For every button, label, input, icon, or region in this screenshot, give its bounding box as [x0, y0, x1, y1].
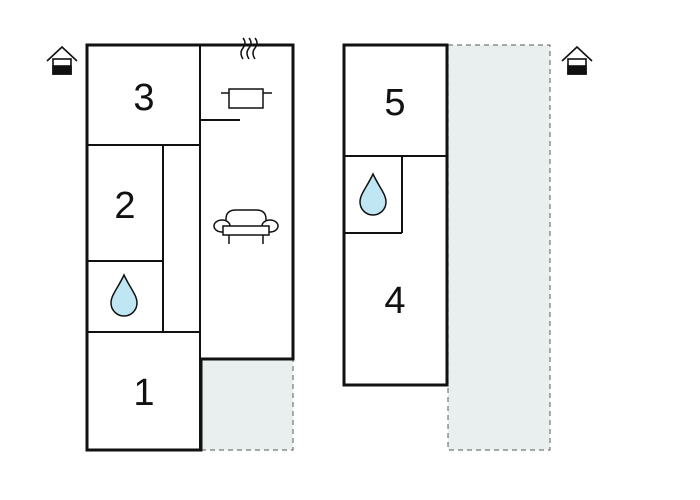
- right-unit-outer-wall: [342, 43, 449, 387]
- terrace-area-right: [447, 44, 551, 451]
- water-drop-icon: [359, 172, 387, 216]
- left-unit: [85, 43, 295, 452]
- sofa-icon: [213, 209, 279, 244]
- room-3-label: 3: [133, 77, 154, 119]
- right-unit: [342, 43, 449, 387]
- terrace-area-left: [200, 358, 294, 451]
- water-drop-icon: [110, 273, 138, 317]
- pot-icon: [221, 37, 272, 109]
- room-5-label: 5: [384, 82, 405, 124]
- room-4-label: 4: [384, 280, 405, 322]
- room-2-label: 2: [114, 185, 135, 227]
- room-1-label: 1: [133, 372, 154, 414]
- house-icon: [561, 45, 593, 75]
- house-icon: [46, 45, 78, 75]
